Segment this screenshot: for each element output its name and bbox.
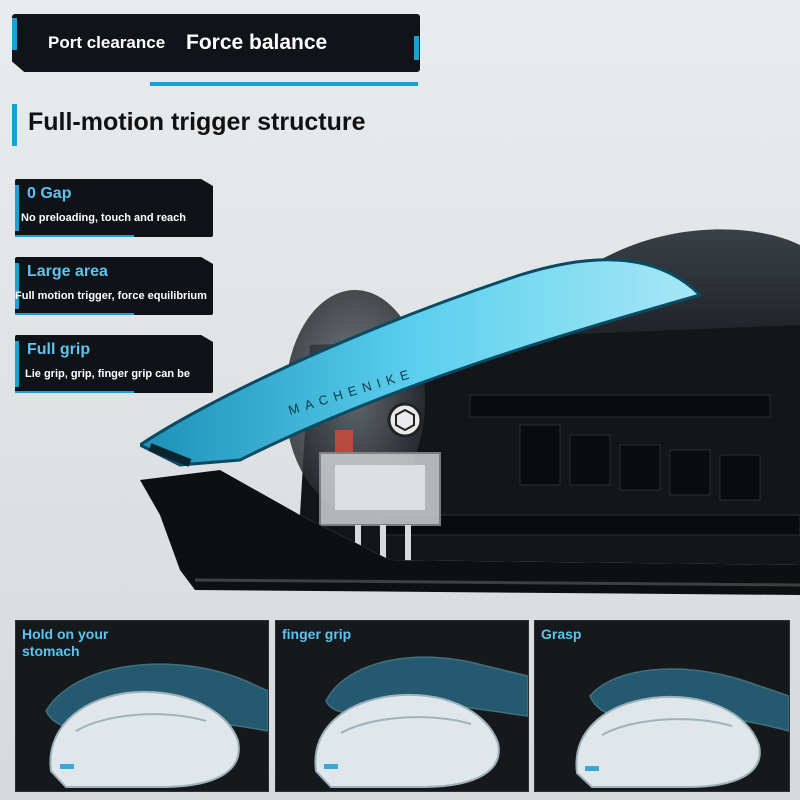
feature-accent-bar [15,263,19,309]
mouse-base [140,470,800,595]
hex-screw [387,402,423,438]
feature-accent-bar [15,185,19,231]
grip-panel-finger: finger grip [275,620,529,792]
feature-accent-bar [15,341,19,387]
finger-grip-illustration [314,656,528,788]
feature-title: Large area [27,263,108,280]
feature-card-large-area: Large area Full motion trigger, force eq… [15,257,213,315]
heading-accent-bar [12,104,17,146]
feature-card-full-grip: Full grip Lie grip, grip, finger grip ca… [15,335,213,393]
palm-grip-illustration [45,663,268,788]
feature-title: 0 Gap [27,185,72,202]
tab-accent-right [414,36,419,60]
mouse-icon [575,696,761,788]
feature-underline [15,313,134,315]
left-click-button [140,258,703,467]
grip-label: Hold on your stomach [22,626,109,659]
feature-card-zero-gap: 0 Gap No preloading, touch and reach [15,179,213,237]
grip-panel-palm: Hold on your stomach [15,620,269,792]
feature-desc: Lie grip, grip, finger grip can be [25,368,191,380]
feature-underline [15,235,134,237]
feature-underline [15,391,134,393]
top-tab-bar: Port clearance Force balance [12,14,420,72]
grip-label: finger grip [282,626,352,642]
tab-port-clearance[interactable]: Port clearance [48,33,166,52]
feature-desc: No preloading, touch and reach [21,212,187,224]
mouse-icon [314,694,500,788]
tab-accent-left [12,18,17,50]
tab-accent-bottom [150,82,418,86]
feature-title: Full grip [27,341,91,358]
claw-grip-illustration [575,668,789,788]
tab-force-balance[interactable]: Force balance [186,31,328,54]
grip-label: Grasp [541,626,582,642]
page-heading: Full-motion trigger structure [28,108,366,136]
mouse-cutaway-illustration: MACHENIKE [140,229,800,595]
mouse-icon [49,691,240,788]
grip-panel-grasp: Grasp [534,620,790,792]
feature-desc: Full motion trigger, force equilibrium [15,290,207,302]
